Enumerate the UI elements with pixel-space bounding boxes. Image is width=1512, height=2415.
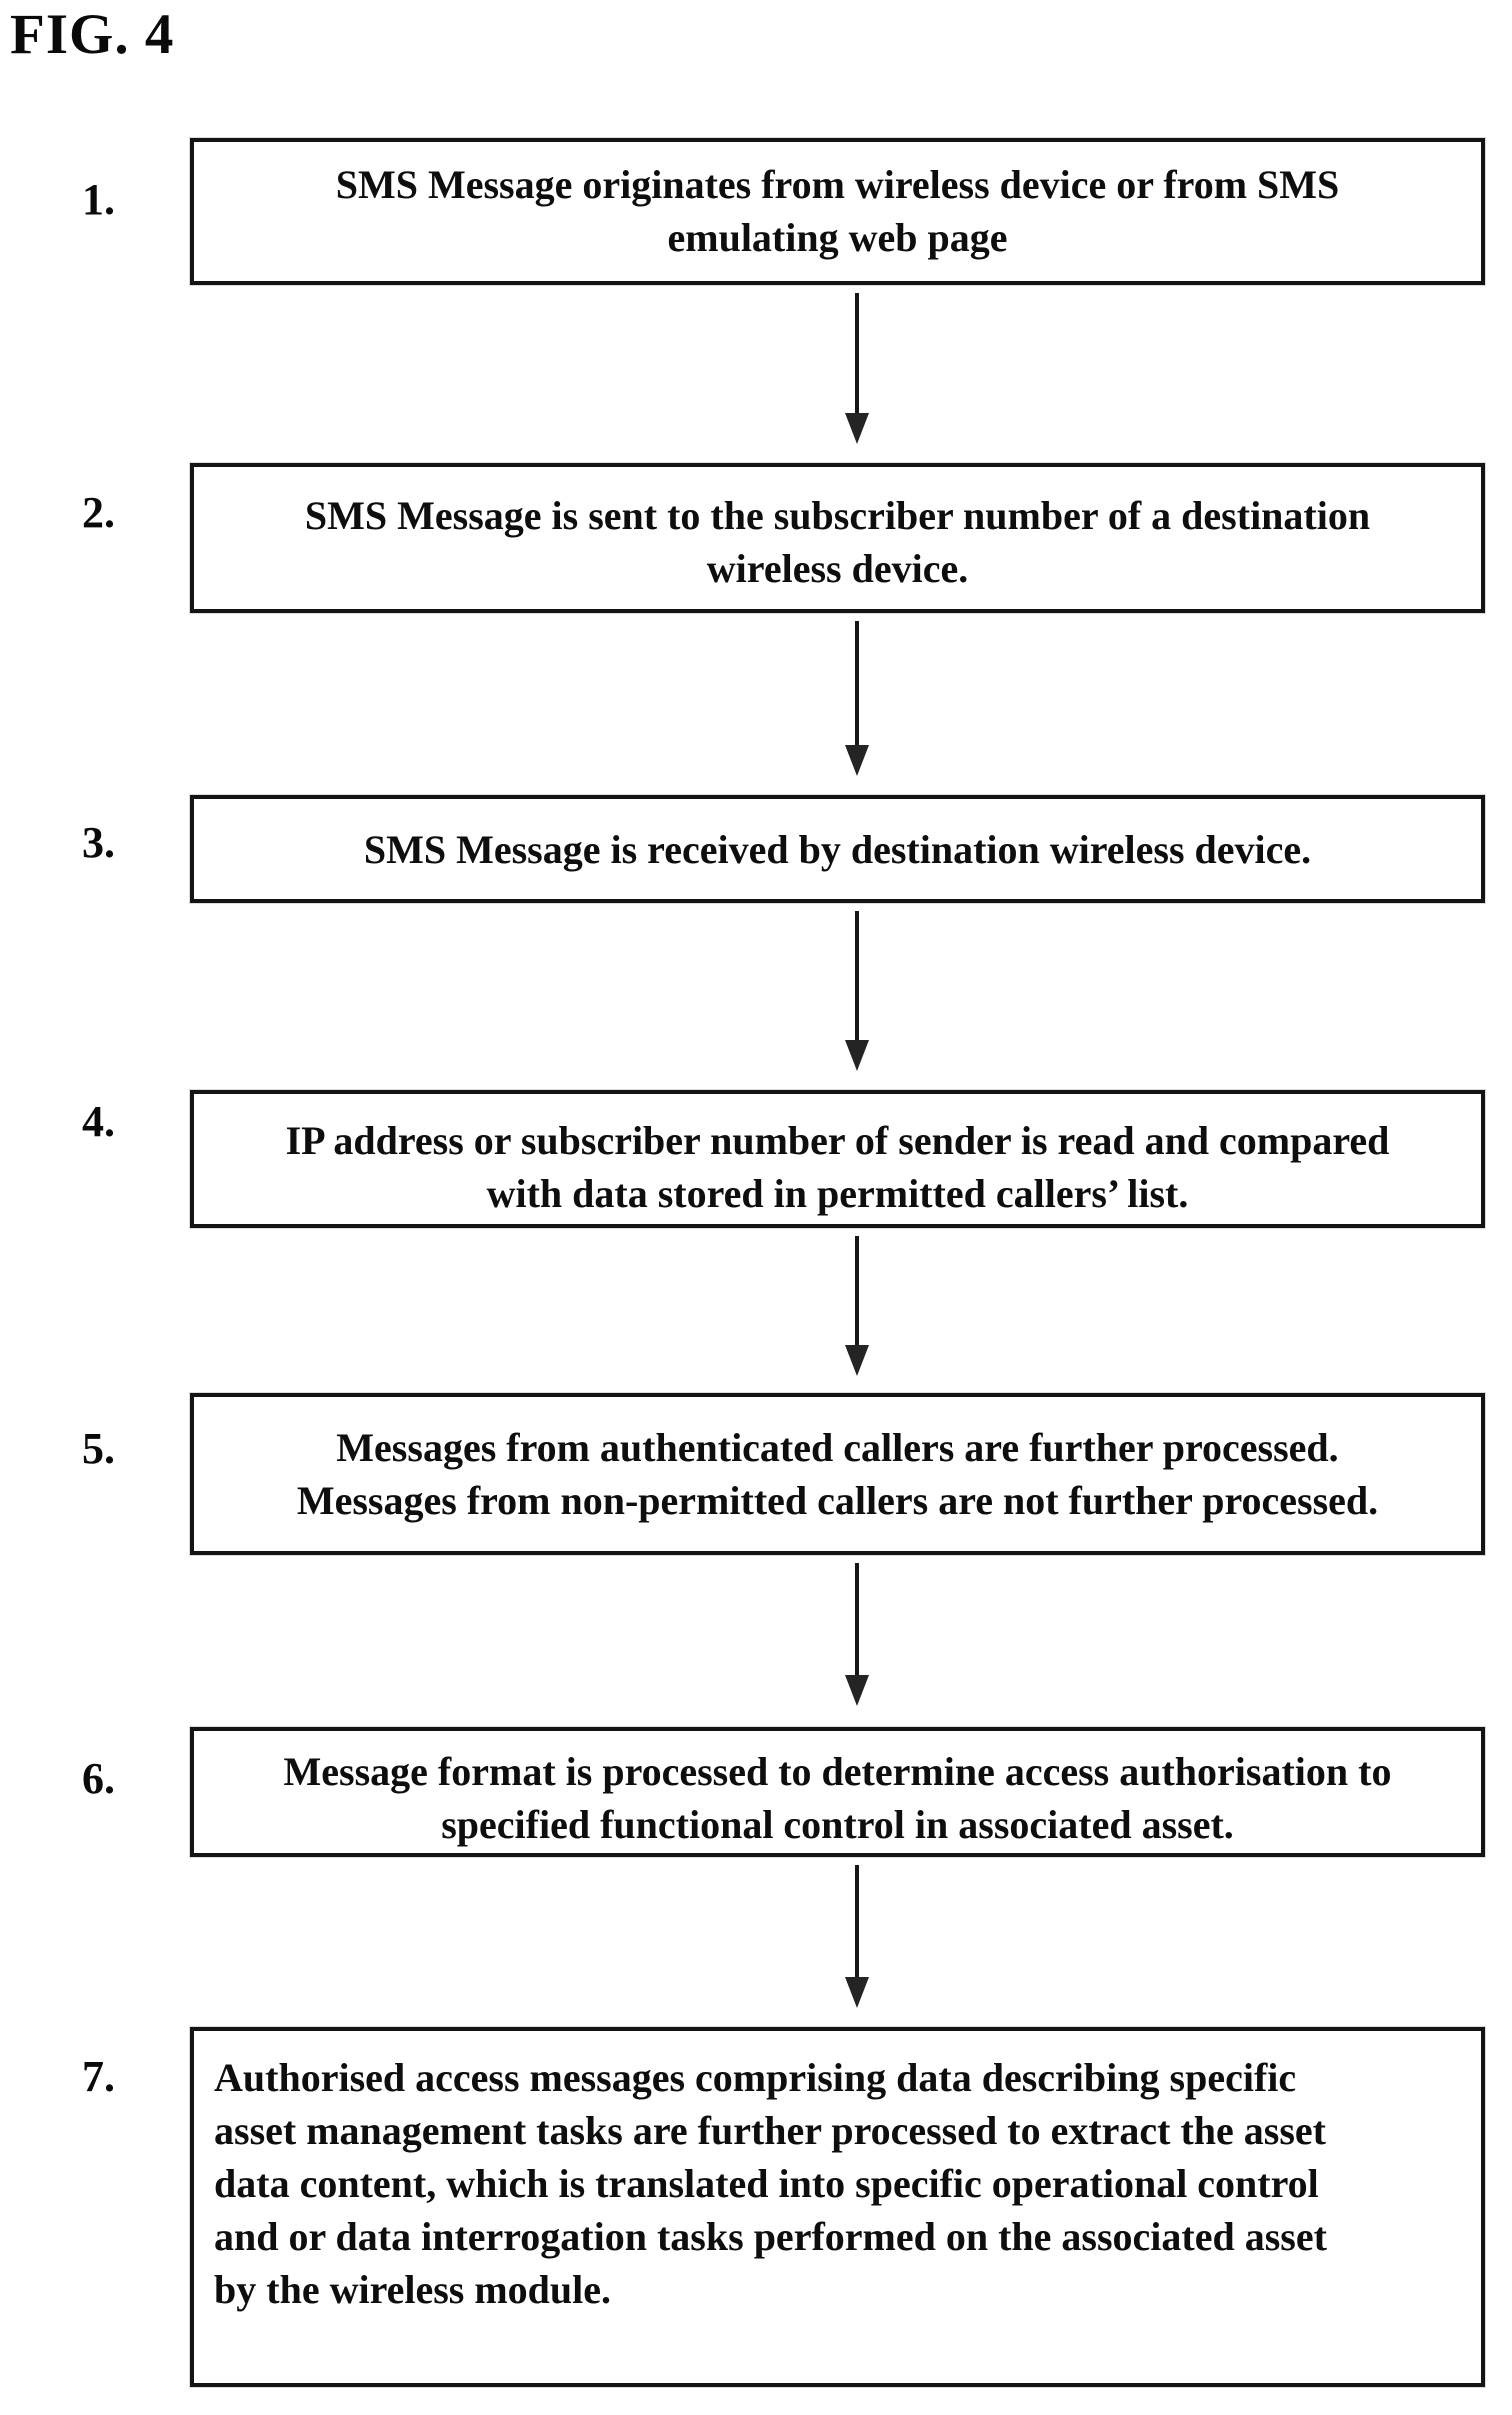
step-text: Authorised access messages comprising da… [214, 2055, 1327, 2312]
step-number: 1. [82, 175, 115, 224]
arrow-shaft [855, 293, 859, 415]
step-box: Authorised access messages comprising da… [190, 2027, 1485, 2387]
step-box: SMS Message originates from wireless dev… [190, 138, 1485, 285]
step-number: 2. [82, 488, 115, 537]
step-text: SMS Message is received by destination w… [363, 827, 1312, 872]
step-number: 3. [82, 818, 115, 867]
step-text: SMS Message is sent to the subscriber nu… [304, 493, 1371, 591]
step-box: SMS Message is received by destination w… [190, 795, 1485, 903]
figure-label: FIG. 4 [10, 3, 175, 66]
step-box: IP address or subscriber number of sende… [190, 1090, 1485, 1228]
step-box: SMS Message is sent to the subscriber nu… [190, 463, 1485, 613]
arrowhead-icon [845, 1040, 869, 1071]
step-number: 6. [82, 1754, 115, 1803]
arrow-shaft [855, 911, 859, 1040]
step-text: Message format is processed to determine… [283, 1749, 1392, 1847]
arrowhead-icon [845, 745, 869, 776]
arrowhead-icon [845, 1345, 869, 1376]
step-box: Message format is processed to determine… [190, 1727, 1485, 1857]
arrow-shaft [855, 1236, 859, 1345]
step-number: 4. [82, 1097, 115, 1146]
arrowhead-icon [845, 1977, 869, 2008]
arrow-shaft [855, 1563, 859, 1675]
step-text: SMS Message originates from wireless dev… [335, 162, 1340, 260]
arrow-shaft [855, 1865, 859, 1977]
arrowhead-icon [845, 413, 869, 444]
arrow-shaft [855, 621, 859, 745]
arrowhead-icon [845, 1675, 869, 1706]
step-box: Messages from authenticated callers are … [190, 1393, 1485, 1555]
step-number: 5. [82, 1424, 115, 1473]
step-text: Messages from authenticated callers are … [296, 1425, 1379, 1523]
step-text: IP address or subscriber number of sende… [285, 1118, 1390, 1216]
step-number: 7. [82, 2052, 115, 2101]
